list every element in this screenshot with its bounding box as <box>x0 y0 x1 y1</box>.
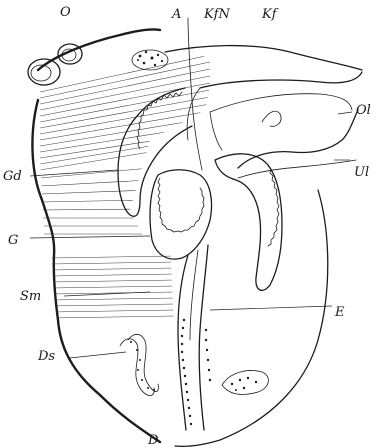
gland-frill-right <box>215 154 282 291</box>
label-Kf: Kf <box>261 7 279 22</box>
gland-frill-right-fringe <box>268 166 279 246</box>
gill-arch-connection <box>187 88 222 150</box>
label-Ul: Ul <box>354 165 369 180</box>
label-Ol: Ol <box>356 103 371 118</box>
label-Gd: Gd <box>3 169 22 184</box>
label-E: E <box>334 305 345 320</box>
label-Ds: Ds <box>37 349 55 364</box>
gill-arch-loop <box>262 111 281 126</box>
upper-duct <box>238 110 358 168</box>
label-KfN: KfN <box>203 7 231 22</box>
gut-left-wall <box>178 255 188 430</box>
muscle-hatching-lower <box>50 256 175 318</box>
central-gland-fringe <box>158 178 204 232</box>
lower-speckle-cluster <box>222 371 268 395</box>
coiled-duct <box>120 334 158 395</box>
label-Sm: Sm <box>20 289 41 304</box>
label-A: A <box>171 7 181 22</box>
label-O: O <box>60 5 71 20</box>
ganglion-speckle <box>132 50 168 70</box>
gland-frill-left-fringe <box>137 92 182 149</box>
gut-inner-line <box>190 250 198 340</box>
gill-arch-inner <box>210 94 352 112</box>
lower-duct <box>238 160 356 178</box>
gill-arch-lower <box>200 72 362 88</box>
dotted-gut-chain <box>181 319 211 425</box>
label-D: D <box>147 433 159 448</box>
gut-right-wall <box>199 245 208 430</box>
body-outline-left <box>32 100 160 442</box>
label-G: G <box>8 233 18 248</box>
body-outline-right <box>175 190 328 446</box>
gill-arch-upper <box>165 46 362 70</box>
